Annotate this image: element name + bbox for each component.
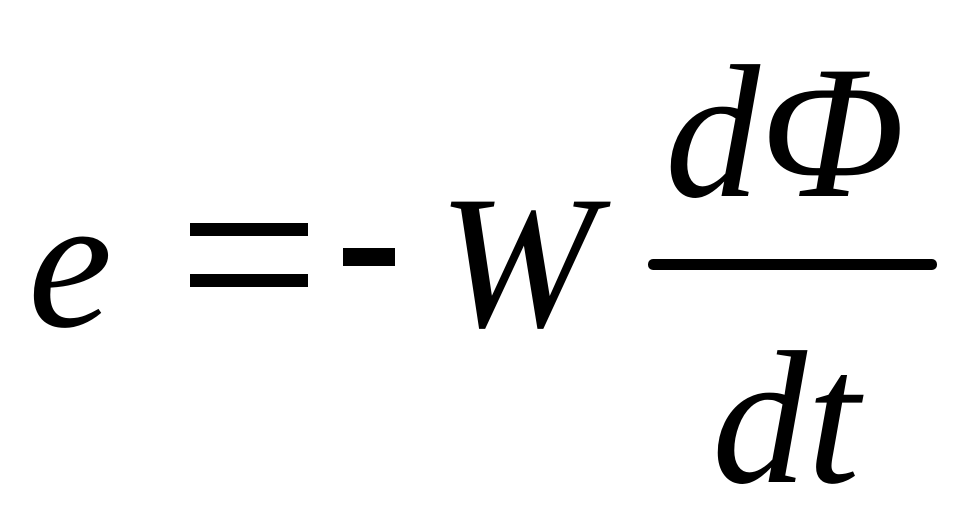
equals-sign-bottom-bar [190, 274, 308, 287]
coefficient-w: W [438, 158, 597, 368]
equals-sign-top-bar [190, 223, 308, 236]
lhs-variable-e: e [28, 158, 113, 368]
fraction-numerator: dΦ [665, 28, 905, 238]
fraction-bar [648, 259, 937, 270]
fraction-denominator: dt [712, 314, 860, 524]
minus-sign [343, 248, 395, 266]
emf-formula: e W dΦ dt [28, 28, 937, 524]
